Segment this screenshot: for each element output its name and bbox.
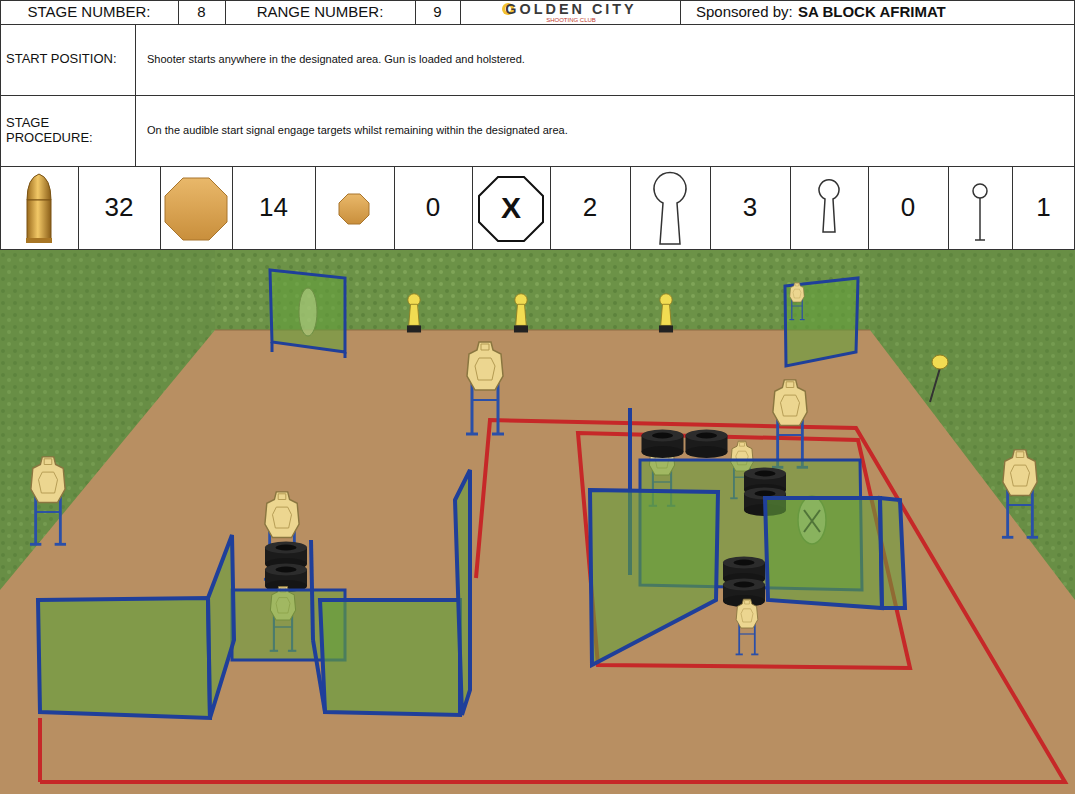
target-count: 0 — [901, 193, 915, 223]
round-count: 32 — [105, 193, 134, 223]
field-value: 8 — [197, 3, 205, 20]
table-cell: 3 — [710, 166, 790, 250]
table-cell: 9 — [415, 0, 460, 24]
table-cell: GOLDEN CITY — [466, 1, 676, 17]
table-cell: 32 — [78, 166, 160, 250]
table-cell: STAGE PROCEDURE: — [0, 95, 135, 166]
field-label: STAGE PROCEDURE: — [6, 116, 129, 146]
field-label: RANGE NUMBER: — [257, 3, 384, 20]
table-cell: 2 — [550, 166, 630, 250]
club-logo: GOLDEN CITY — [505, 1, 636, 18]
table-cell: SA BLOCK AFRIMAT — [796, 0, 1071, 24]
mini-popper-icon — [819, 180, 839, 232]
no-shoot-mark: X — [501, 191, 521, 226]
field-text: On the audible start signal engage targe… — [147, 124, 568, 137]
field-value: 9 — [433, 3, 441, 20]
target-count: 0 — [426, 193, 440, 223]
table-cell: STAGE NUMBER: — [0, 0, 178, 24]
table-cell: SHOOTING CLUB — [466, 16, 676, 24]
field-text: Shooter starts anywhere in the designate… — [147, 53, 525, 66]
table-cell: Sponsored by: — [694, 0, 796, 24]
target-count: 3 — [743, 193, 757, 223]
target-count: 2 — [583, 193, 597, 223]
table-cell: START POSITION: — [0, 24, 135, 95]
mini-target-icon — [339, 194, 369, 224]
table-cell: RANGE NUMBER: — [225, 0, 415, 24]
paper-target-icon — [165, 178, 227, 240]
table-cell: Shooter starts anywhere in the designate… — [135, 24, 1075, 95]
metal-plate-icon — [973, 184, 987, 240]
table-cell: On the audible start signal engage targe… — [135, 95, 1075, 166]
sponsor-label: Sponsored by: — [696, 3, 793, 20]
table-cell: 14 — [232, 166, 315, 250]
target-count: 1 — [1036, 193, 1050, 223]
table-cell: 1 — [1012, 166, 1075, 250]
sponsor-name: SA BLOCK AFRIMAT — [798, 3, 946, 20]
cartridge-icon — [26, 174, 52, 243]
table-cell: X — [486, 186, 536, 230]
table-cell: 0 — [868, 166, 948, 250]
field-label: STAGE NUMBER: — [27, 3, 150, 20]
no-shoot-icon — [479, 177, 543, 241]
popper-icon — [654, 173, 686, 244]
table-cell: 0 — [394, 166, 472, 250]
target-count: 14 — [259, 193, 288, 223]
field-label: START POSITION: — [6, 52, 117, 67]
range-scene — [0, 250, 1075, 794]
table-cell: 8 — [178, 0, 225, 24]
club-subtitle: SHOOTING CLUB — [546, 17, 596, 24]
